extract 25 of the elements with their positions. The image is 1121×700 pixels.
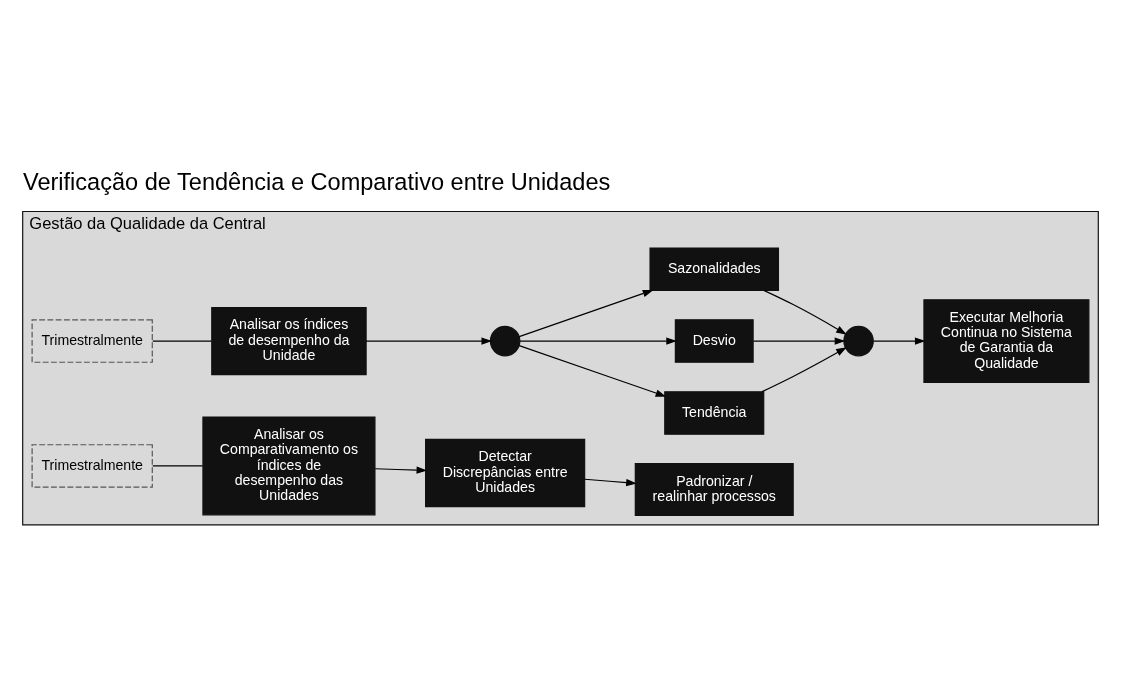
arrow (763, 289, 847, 335)
node-box: Analisar os índices de desempenho da Unidade (211, 306, 367, 375)
connector (152, 340, 213, 342)
node-box: Tendência (664, 390, 765, 435)
arrow (752, 336, 846, 345)
arrow (374, 465, 428, 474)
arrow (873, 336, 926, 345)
node-box: Trimestralmente (31, 443, 153, 488)
node-box: Sazonalidades (649, 246, 780, 291)
arrow (365, 336, 493, 345)
arrow (518, 289, 654, 337)
node-box: Detectar Discrepâncias entre Unidades (425, 438, 586, 507)
diagram-title: Verificação de Tendência e Comparativo entre Unidades (22, 168, 611, 195)
node-box: Analisar os Comparativamento os índices de desempenho das Unidades (202, 415, 376, 515)
node-box: Trimestralmente (31, 318, 153, 363)
arrow (518, 344, 667, 397)
connector (152, 464, 204, 467)
node-box: Padronizar / realinhar processos (634, 462, 794, 516)
node-box: Desvio (674, 318, 754, 363)
node-circle (843, 325, 874, 356)
node-box: Executar Melhoria Continua no Sistema de Garantia da Qualidade (923, 298, 1090, 383)
node-circle (489, 325, 521, 356)
arrow (761, 346, 847, 392)
arrow (584, 478, 637, 486)
arrow (519, 336, 677, 345)
